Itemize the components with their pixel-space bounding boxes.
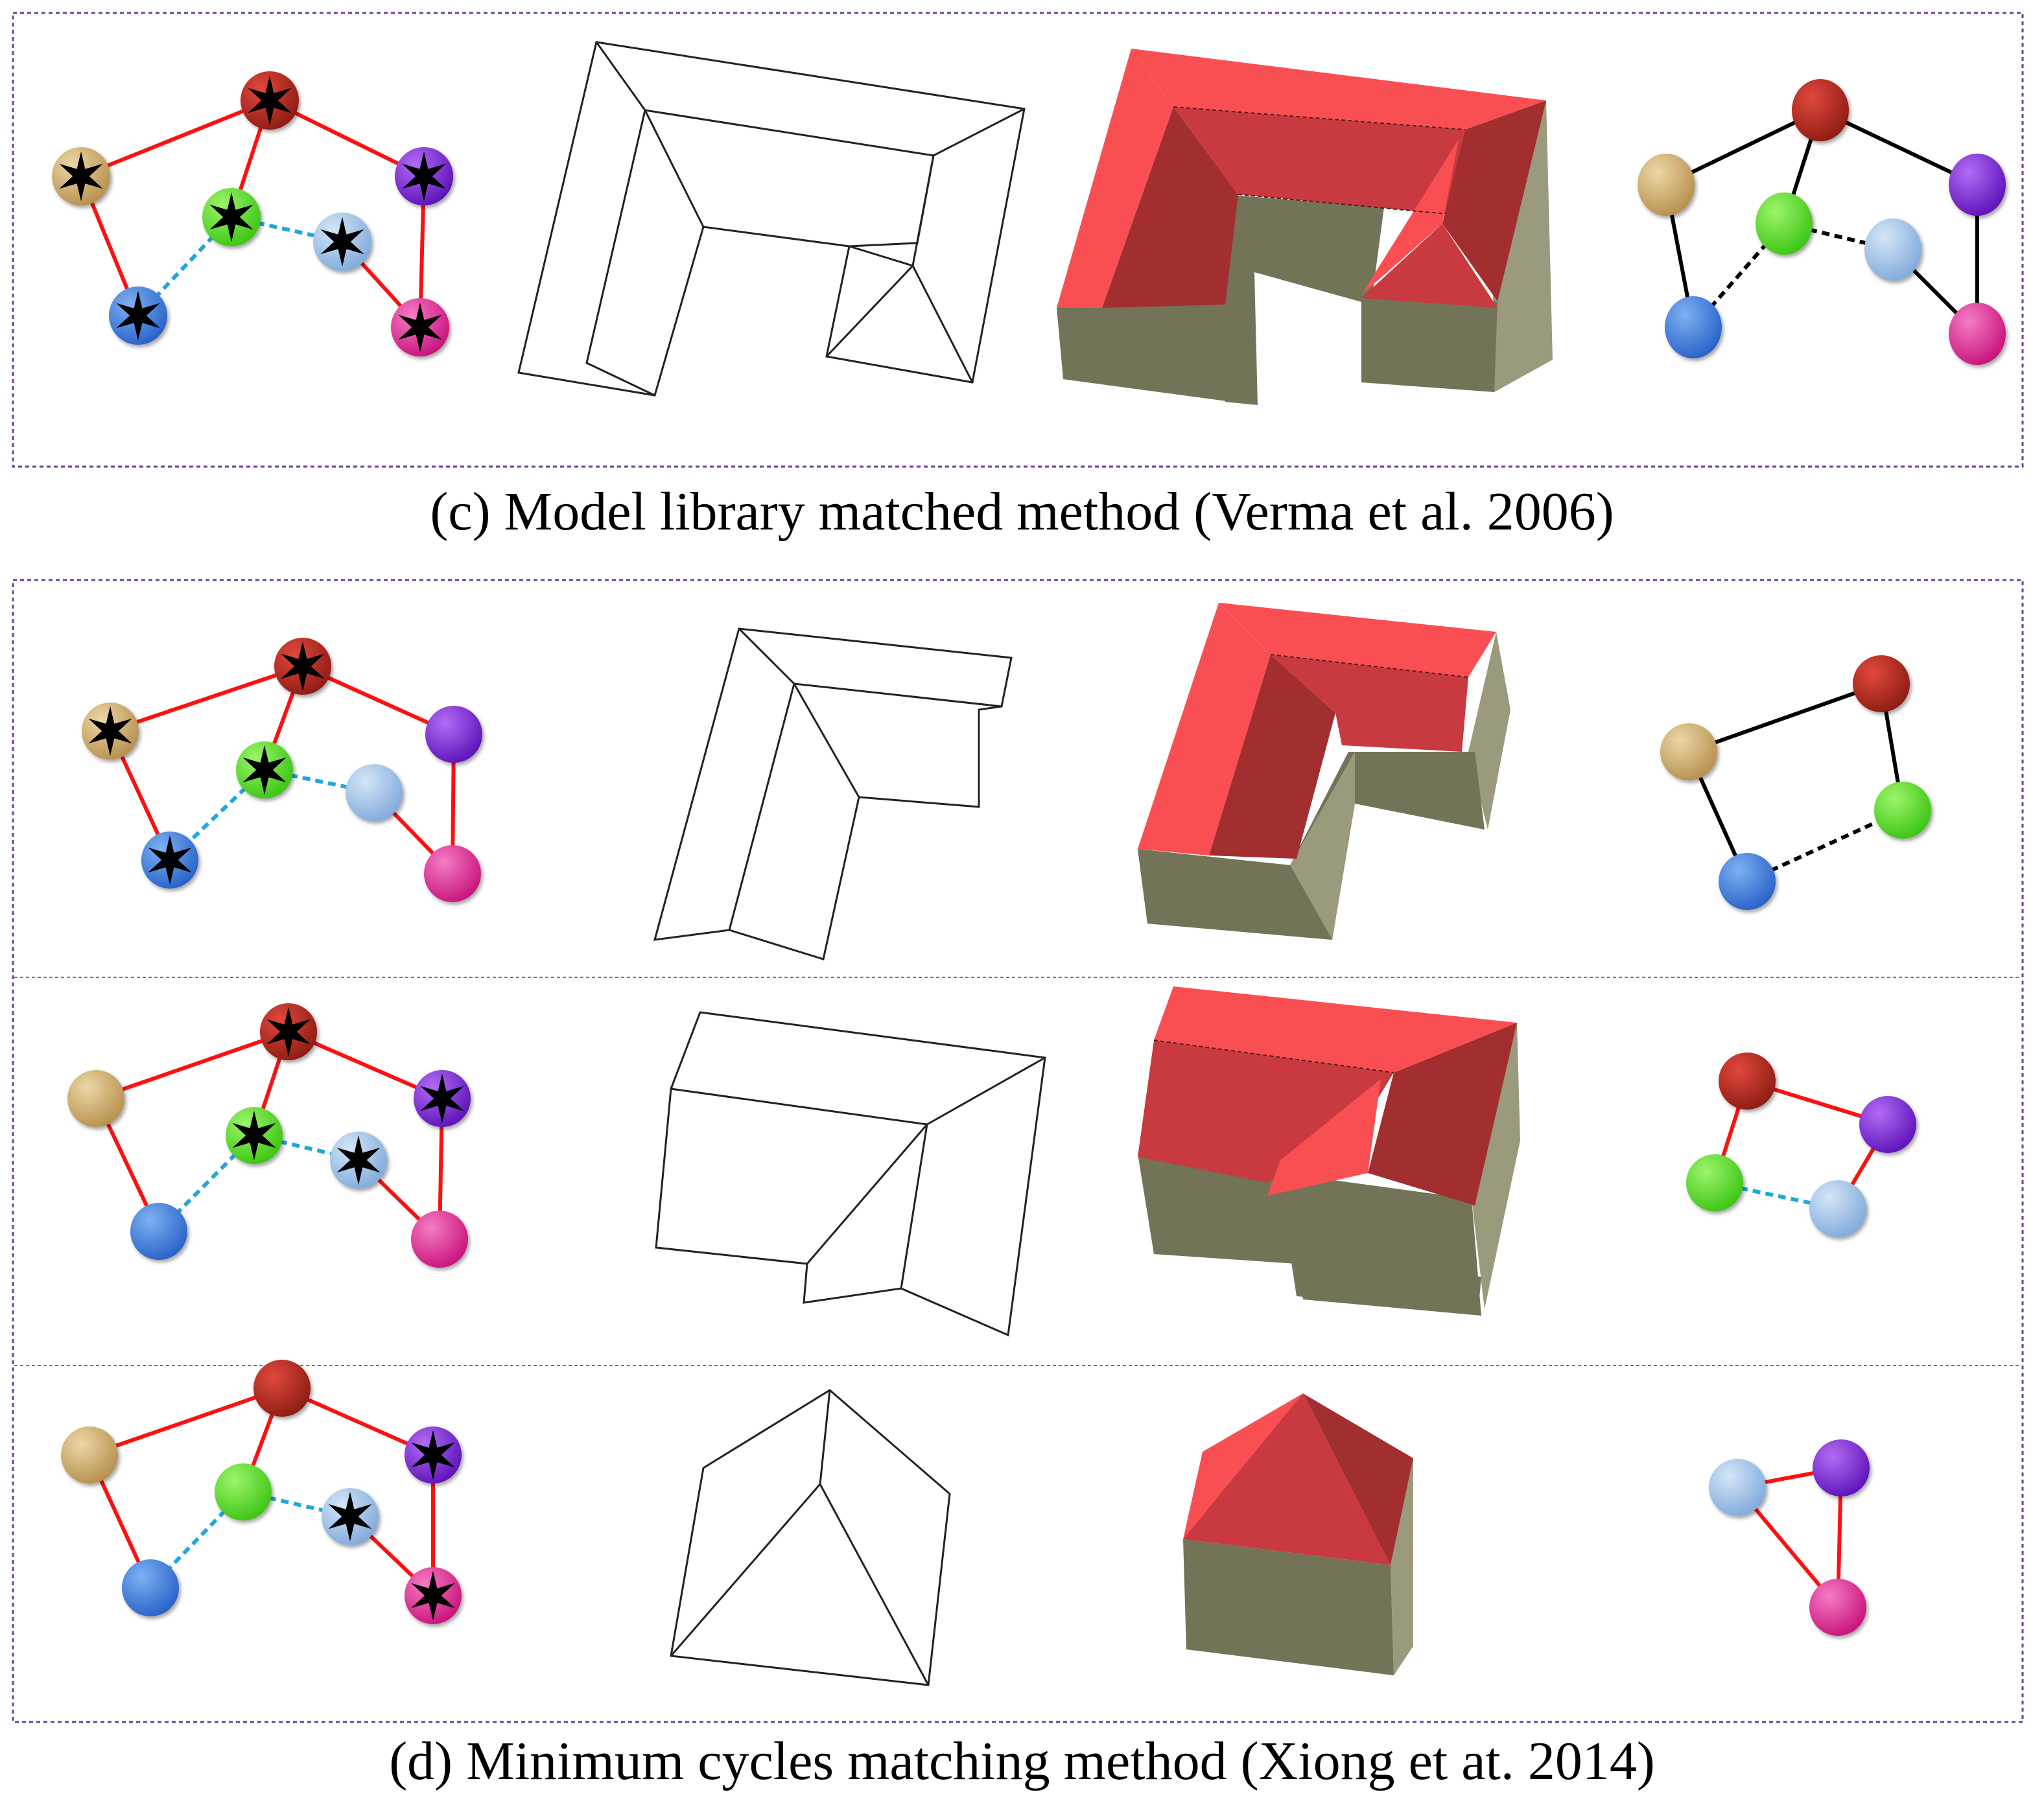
panel-c: [12, 12, 2024, 468]
node-lightblue: [1709, 1459, 1766, 1516]
panel-d-caption: (d) Minimum cycles matching method (Xion…: [389, 1731, 1655, 1791]
panel-c-roof-wireframe: [517, 41, 1026, 397]
node-tan: [61, 1426, 118, 1483]
panel-d-row3-roof-wireframe: [670, 1389, 951, 1686]
panel-d-row3-input-graph: [61, 1360, 462, 1624]
panel-c-result-graph: [1638, 79, 2006, 365]
node-blue: [122, 1559, 179, 1616]
panel-c-building-model: [1057, 49, 1553, 405]
panel-d-row2-roof-wireframe: [655, 1011, 1046, 1337]
panel-c-caption: (c) Model library matched method (Verma …: [430, 482, 1614, 542]
node-blue: [1719, 853, 1776, 910]
node-green: [1756, 192, 1813, 255]
panel-d-row1-roof-wireframe: [653, 627, 1013, 960]
panel-d-row2-building-model: [1138, 986, 1520, 1316]
node-purple: [425, 706, 482, 763]
panel-d-row3-building-model: [1183, 1393, 1413, 1675]
node-red: [1792, 79, 1849, 141]
node-tan: [1660, 723, 1717, 780]
panel-c-input-graph: [52, 71, 453, 356]
node-red: [1853, 655, 1910, 712]
node-green: [1874, 782, 1931, 839]
panel-d-row1-result-graph: [1660, 655, 1931, 910]
node-blue: [130, 1203, 187, 1260]
node-pink: [1949, 303, 2006, 365]
node-green: [215, 1463, 272, 1520]
node-pink: [411, 1211, 468, 1268]
panel-d: [12, 579, 2024, 1723]
node-purple: [1813, 1439, 1870, 1496]
node-pink: [1809, 1579, 1866, 1636]
node-lightblue: [346, 764, 403, 821]
node-green: [1686, 1154, 1743, 1211]
node-lightblue: [1864, 218, 1921, 281]
node-pink: [424, 845, 481, 902]
node-purple: [1949, 154, 2006, 216]
panel-d-row3-result-graph: [1709, 1439, 1870, 1636]
panel-d-frame: [12, 579, 2024, 1723]
node-lightblue: [1809, 1180, 1866, 1237]
node-red: [253, 1360, 311, 1417]
node-purple: [1859, 1096, 1916, 1153]
node-blue: [1665, 296, 1722, 358]
node-red: [1719, 1053, 1776, 1110]
panel-d-row2-result-graph: [1686, 1053, 1916, 1237]
panel-d-row1-building-model: [1138, 603, 1510, 940]
node-tan: [1638, 154, 1695, 216]
node-tan: [67, 1070, 124, 1127]
panel-d-row1-input-graph: [82, 638, 482, 902]
panel-d-row2-input-graph: [67, 1003, 471, 1268]
panel-c-frame: [12, 12, 2024, 468]
